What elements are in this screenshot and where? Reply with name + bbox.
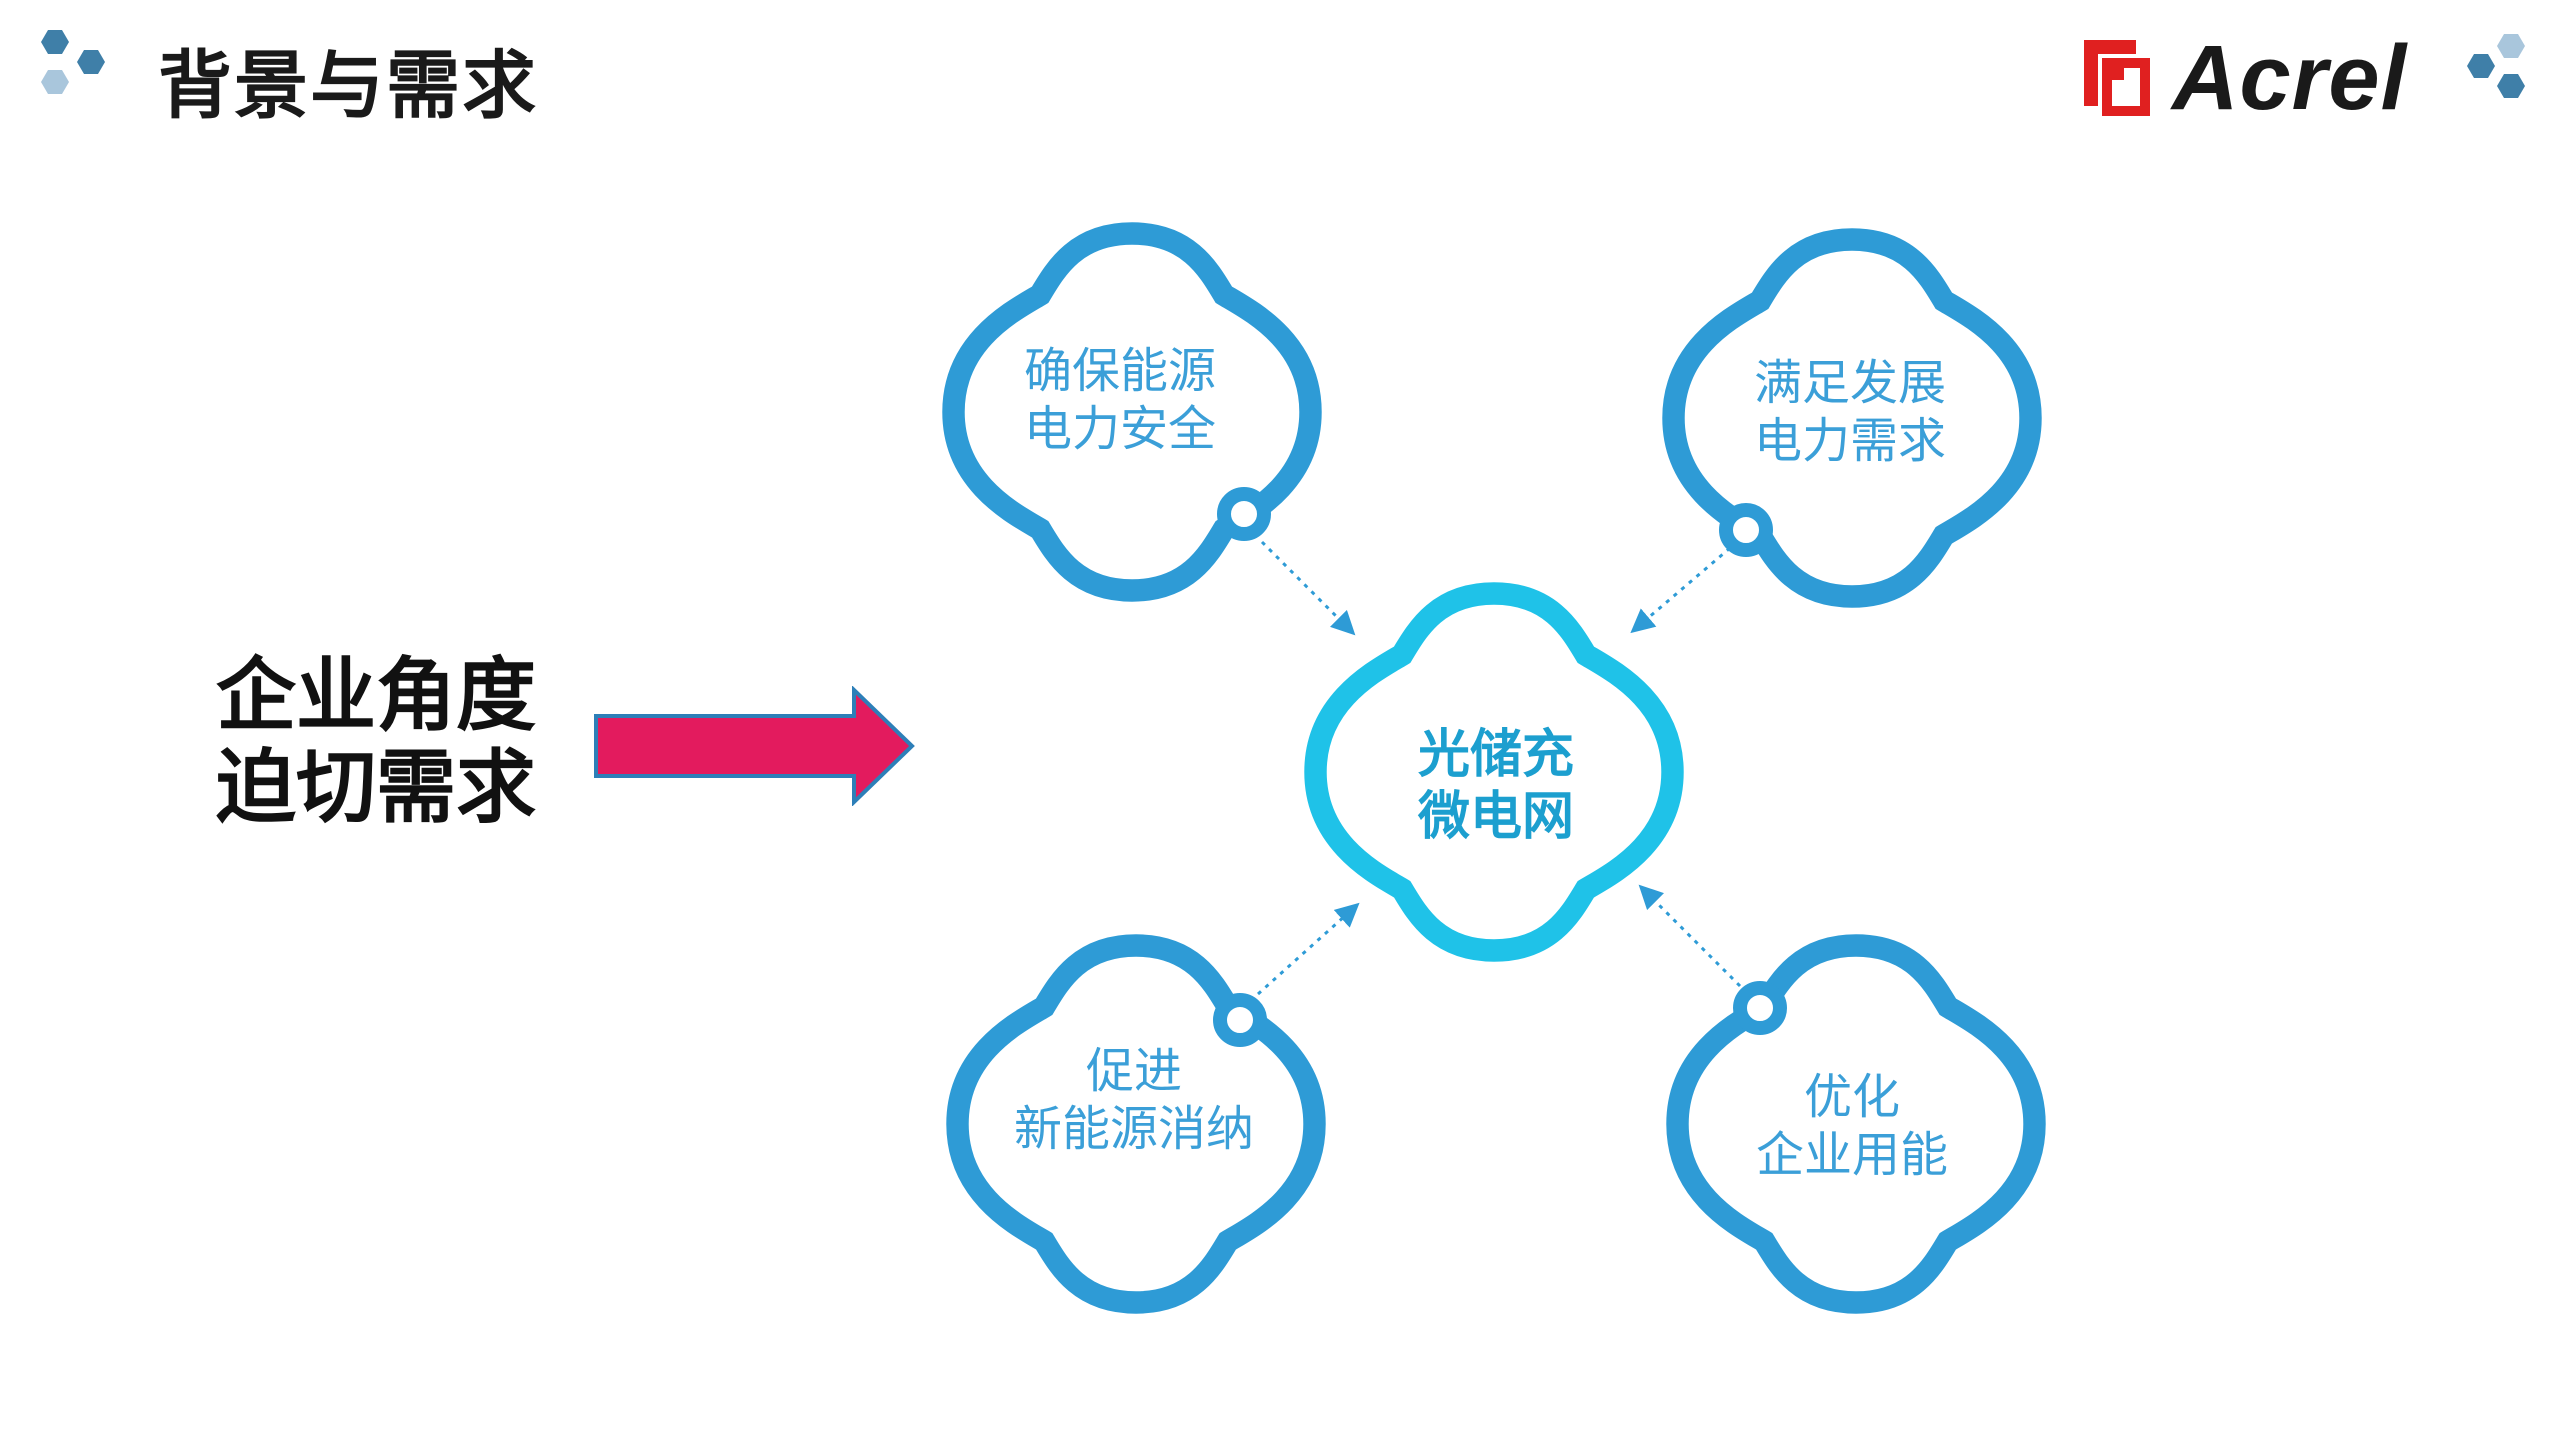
acrel-mark-icon <box>2084 40 2150 116</box>
right-arrow-icon <box>594 686 915 806</box>
center-line1: 光储充 <box>1417 725 1575 785</box>
node-label-bottom-right: 优化 企业用能 <box>1756 1068 1948 1184</box>
node-top-left-line2: 电力安全 <box>1023 401 1217 457</box>
center-line2: 微电网 <box>1417 787 1575 847</box>
node-label-bottom-left: 促进 新能源消纳 <box>1014 1042 1254 1158</box>
node-knob-bottom-left <box>1213 993 1267 1047</box>
center-label: 光储充 微电网 <box>1418 724 1574 848</box>
brand-logo: Acrel <box>2080 26 2540 129</box>
hexagon-cluster-icon <box>41 30 105 94</box>
left-heading-line2: 迫切需求 <box>216 741 536 834</box>
connector-top-right <box>1630 546 1731 634</box>
node-top-right-line1: 满足发展 <box>1753 355 1947 411</box>
node-knob-bottom-right <box>1733 981 1787 1035</box>
connector-bottom-left <box>1256 902 1360 996</box>
connector-bottom-right <box>1638 884 1742 988</box>
page-title: 背景与需求 <box>158 43 538 129</box>
hexagon-cluster-icon <box>2467 34 2525 98</box>
left-heading: 企业角度 迫切需求 <box>216 650 536 834</box>
node-knob-top-right <box>1719 503 1773 557</box>
node-knob-top-left <box>1217 487 1271 541</box>
node-top-left-line1: 确保能源 <box>1023 343 1217 399</box>
node-bottom-left-line2: 新能源消纳 <box>1013 1101 1255 1157</box>
node-label-top-left: 确保能源 电力安全 <box>1024 342 1216 458</box>
node-bottom-left-line1: 促进 <box>1085 1043 1183 1099</box>
node-bottom-right-line2: 企业用能 <box>1755 1127 1949 1183</box>
connector-top-left <box>1260 540 1356 636</box>
node-top-right-line2: 电力需求 <box>1753 413 1947 469</box>
node-label-top-right: 满足发展 电力需求 <box>1754 354 1946 470</box>
brand-name: Acrel <box>2172 27 2408 129</box>
node-bottom-right-line1: 优化 <box>1803 1069 1901 1125</box>
left-heading-line1: 企业角度 <box>216 649 536 742</box>
